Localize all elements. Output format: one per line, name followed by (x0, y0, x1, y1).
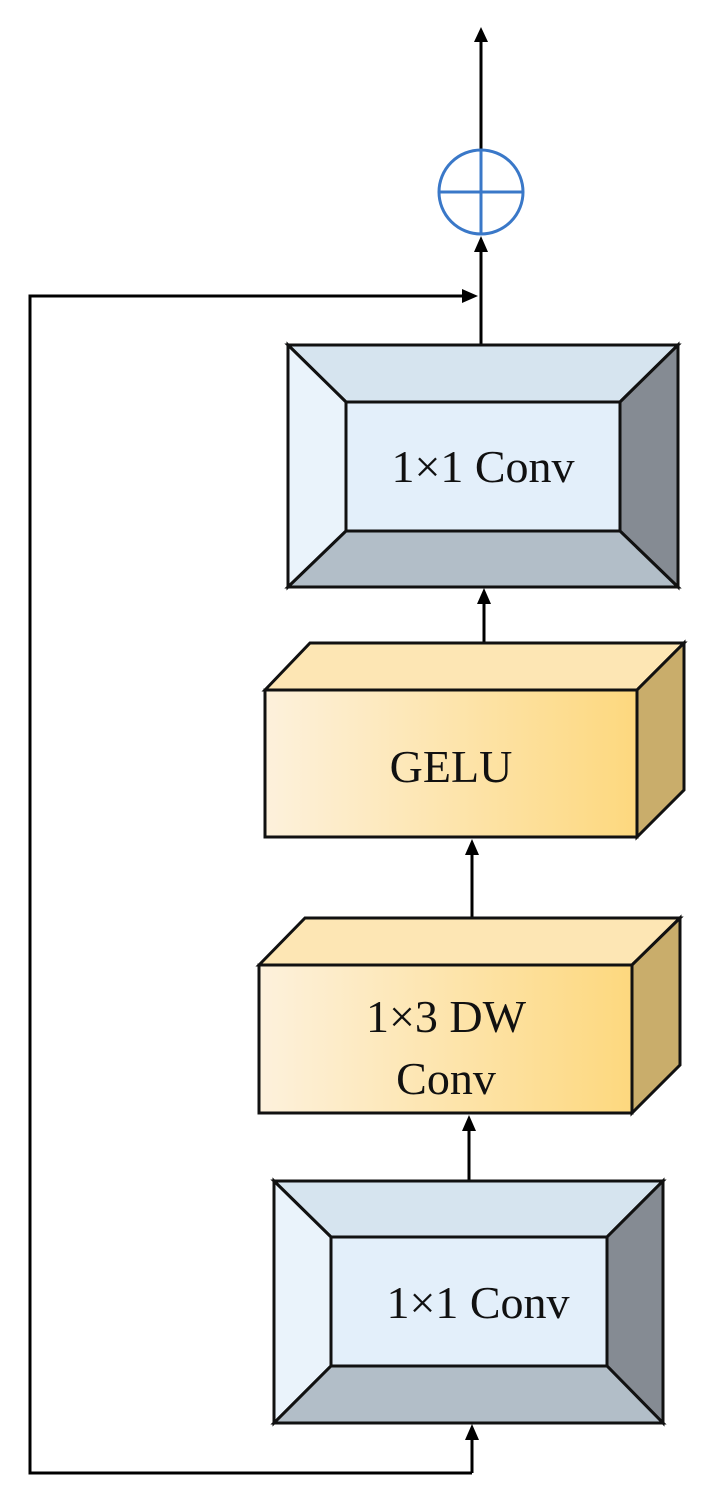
dwconv-block: 1×3 DW Conv (255, 914, 684, 1117)
gelu-label: GELU (390, 741, 513, 792)
add-node-icon (437, 148, 525, 236)
input-arrow (465, 1424, 479, 1473)
conv-top-block: 1×1 Conv (284, 341, 682, 591)
gelu-block: GELU (261, 639, 688, 841)
conv-top-label: 1×1 Conv (391, 441, 574, 492)
residual-connection (28, 289, 478, 1475)
arrow-gelu-to-conv (477, 588, 491, 643)
arrow-conv-to-dwconv (462, 1115, 476, 1180)
conv-bottom-label: 1×1 Conv (386, 1277, 569, 1328)
conv-bottom-block: 1×1 Conv (270, 1177, 667, 1427)
output-arrow (474, 27, 488, 150)
dwconv-label-line2: Conv (396, 1053, 496, 1104)
arrow-dwconv-to-gelu (465, 839, 479, 918)
dwconv-label-line1: 1×3 DW (366, 991, 527, 1042)
arrow-to-add (474, 236, 488, 345)
